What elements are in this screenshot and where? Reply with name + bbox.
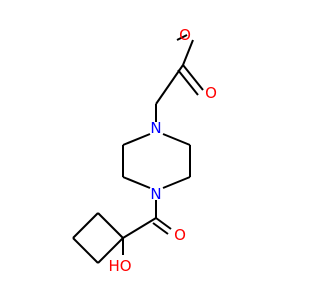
bond-o-carbonyl-c	[182, 39, 194, 66]
bond-layer	[72, 34, 204, 264]
molecule-diagram: O O N N O HO	[72, 26, 217, 275]
atom-label-layer: O O N N O HO	[108, 26, 216, 275]
atom-n-bottom: N	[150, 185, 161, 203]
bond-methyl-o	[176, 34, 188, 41]
bond-carbonyl-ch2	[155, 64, 184, 105]
bond-ring-1	[162, 133, 191, 146]
bond-cb-3	[72, 237, 99, 264]
bond-carbonyl-double-a	[182, 64, 204, 91]
bond-cb-4	[97, 237, 124, 264]
bond-amide-c-quat	[122, 217, 157, 239]
bond-cb-1	[97, 212, 124, 239]
atom-o-carbonyl-amide: O	[174, 226, 186, 244]
atom-o-ether: O	[179, 26, 191, 44]
bond-ring-3	[162, 176, 191, 189]
bond-ring-4	[122, 176, 151, 189]
bond-amide-double-b	[152, 222, 169, 235]
atom-n-top: N	[150, 119, 161, 137]
bond-ring-6	[122, 133, 151, 146]
atom-o-carbonyl-top: O	[205, 84, 217, 102]
bond-carbonyl-double-b	[177, 69, 199, 96]
bond-cb-2	[72, 212, 99, 239]
atom-hydroxyl: HO	[108, 257, 131, 275]
bond-amide-double-a	[155, 217, 172, 230]
